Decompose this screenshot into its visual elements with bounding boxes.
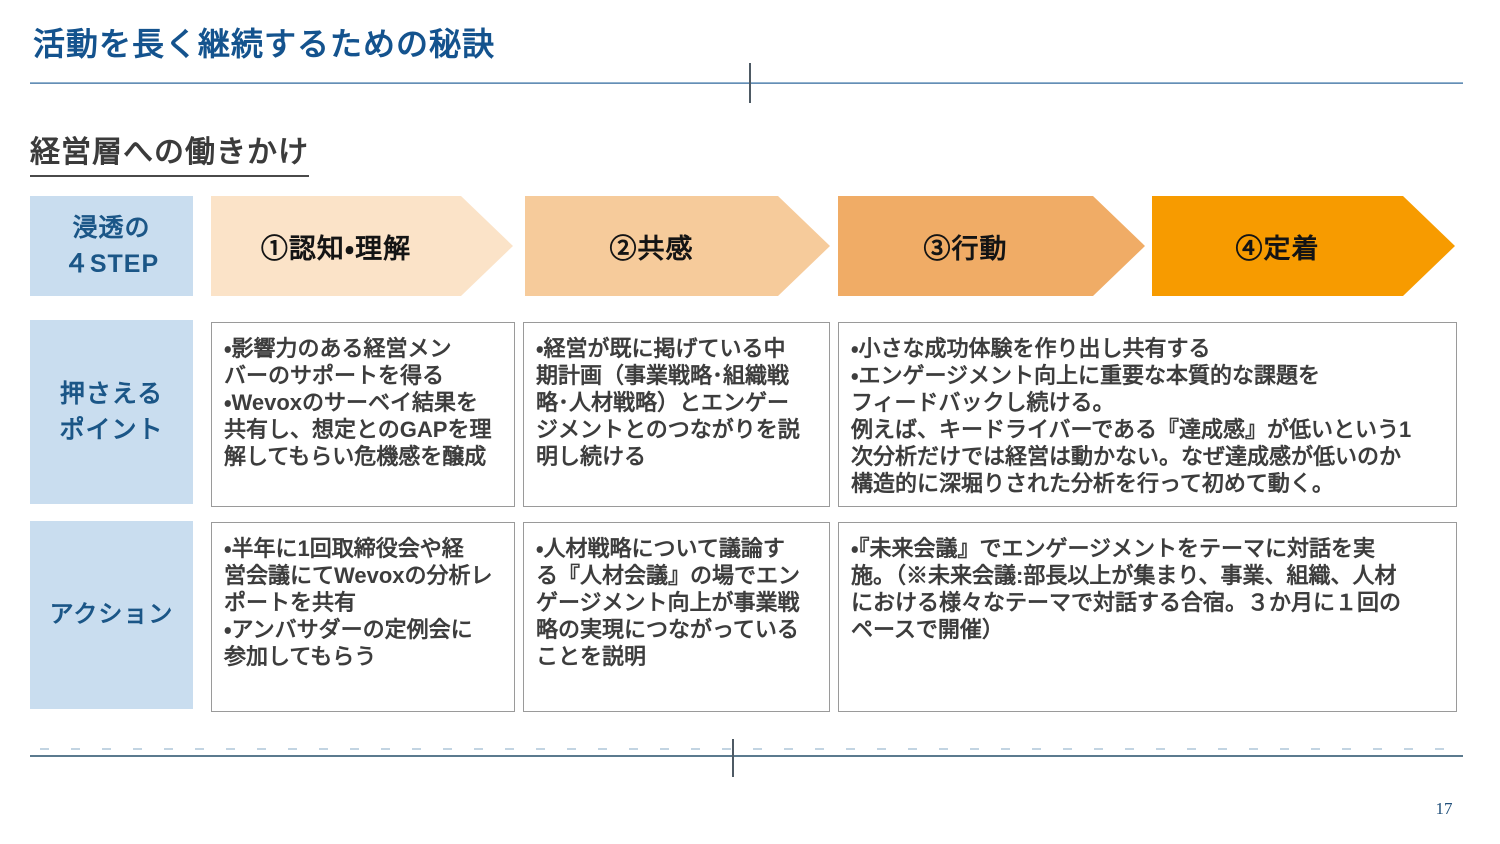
step-arrow-2-empathy: ②共感 xyxy=(525,196,830,296)
actions-cell-step3-4: ・『未来会議』でエンゲージメントをテーマに対話を実 施。（※未来会議:部長以上が… xyxy=(838,522,1457,712)
row-label-actions: アクション xyxy=(30,521,193,709)
header-divider-tick xyxy=(749,63,751,103)
footer-dashed-line xyxy=(40,748,1463,750)
footer-divider-line xyxy=(30,755,1463,757)
key-points-cell-step3-4: ・小さな成功体験を作り出し共有する ・エンゲージメント向上に重要な本質的な課題を… xyxy=(838,322,1457,507)
step-arrow-1-awareness: ①認知・理解 xyxy=(211,196,513,296)
key-points-cell-step2: ・経営が既に掲げている中 期計画（事業戦略･組織戦 略･人材戦略）とエンゲー ジ… xyxy=(523,322,830,507)
section-heading: 経営層への働きかけ xyxy=(30,127,309,177)
page-number: 17 xyxy=(1435,799,1453,818)
footer-divider-tick xyxy=(732,739,734,777)
header-divider-line xyxy=(30,82,1463,84)
slide-title: 活動を長く継続するための秘訣 xyxy=(33,26,496,62)
actions-cell-step1: ・半年に1回取締役会や経 営会議にてWevoxの分析レ ポートを共有 ・アンバサ… xyxy=(211,522,515,712)
row-label-4step: 浸透の ４STEP xyxy=(30,196,193,296)
row-label-key-points: 押さえる ポイント xyxy=(30,320,193,504)
step-arrow-3-action: ③行動 xyxy=(838,196,1145,296)
actions-cell-step2: ・人材戦略について議論す る『人材会議』の場でエン ゲージメント向上が事業戦 略… xyxy=(523,522,830,712)
step-arrow-4-retention: ④定着 xyxy=(1152,196,1455,296)
key-points-cell-step1: ・影響力のある経営メン バーのサポートを得る ・Wevoxのサーベイ結果を 共有… xyxy=(211,322,515,507)
